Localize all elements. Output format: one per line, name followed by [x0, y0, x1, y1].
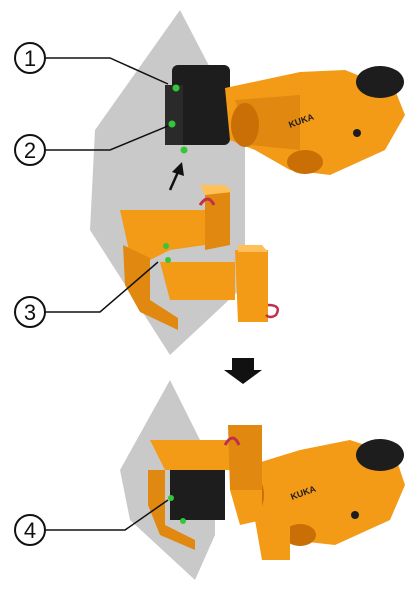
marker-green: [180, 518, 186, 524]
marker-green: [168, 120, 176, 128]
callout-label: 3: [24, 300, 36, 325]
tool-bracket-bottom: [148, 425, 290, 560]
tool-bracket-top: [120, 185, 279, 330]
callout-label: 1: [24, 46, 36, 71]
bottom-scene: KUKA: [120, 380, 405, 580]
marker-green: [165, 257, 171, 263]
robot-arm-top: KUKA: [165, 65, 405, 175]
callout-3: 3: [14, 261, 159, 328]
mounting-plane-bottom: [120, 380, 215, 580]
marker-green: [180, 146, 188, 154]
top-scene: KUKA: [90, 10, 405, 355]
callout-2: 2: [14, 125, 169, 166]
callout-1: 1: [14, 42, 169, 85]
marker-green: [168, 495, 174, 501]
marker-green: [163, 243, 169, 249]
callout-label: 4: [24, 518, 36, 543]
mounting-plane-top: [90, 10, 245, 355]
callout-label: 2: [24, 138, 36, 163]
arrow-up-icon: [168, 162, 184, 191]
marker-green: [172, 84, 180, 92]
arrow-down-icon: [224, 358, 262, 384]
callout-4: 4: [14, 499, 169, 546]
